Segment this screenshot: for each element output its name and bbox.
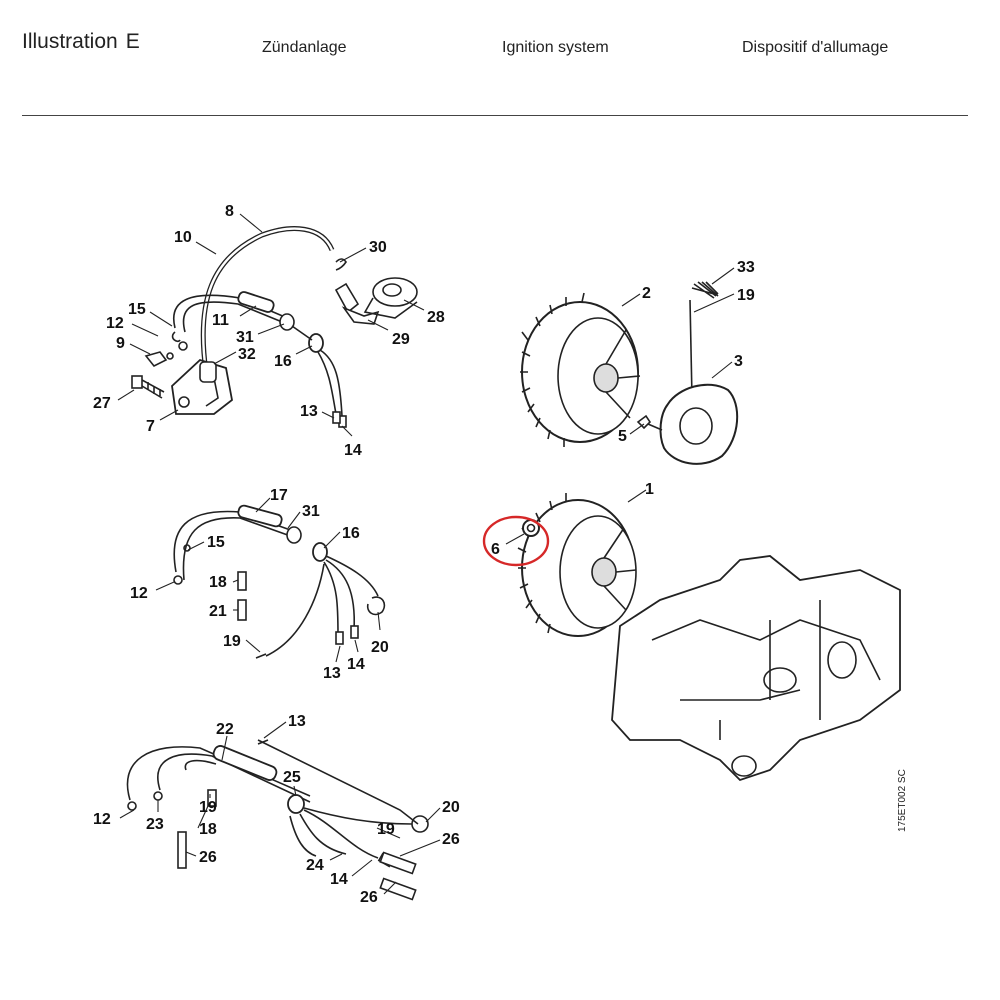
callout-19b: 19 bbox=[199, 799, 217, 816]
callout-18: 18 bbox=[209, 574, 227, 591]
callout-15: 15 bbox=[128, 301, 146, 318]
flywheel-group bbox=[517, 281, 901, 782]
callout-11: 11 bbox=[212, 312, 229, 329]
callout-19: 19 bbox=[223, 633, 241, 650]
leader-lines bbox=[117, 213, 735, 895]
callout-14b: 14 bbox=[347, 656, 365, 673]
callout-8: 8 bbox=[225, 203, 234, 220]
callout-33: 33 bbox=[737, 259, 755, 276]
callout-numbers: 8 10 30 15 12 11 28 9 31 29 32 16 27 7 1… bbox=[93, 203, 755, 906]
callout-14c: 14 bbox=[330, 871, 348, 888]
callout-16b: 16 bbox=[342, 525, 360, 542]
callout-17: 17 bbox=[270, 487, 288, 504]
callout-24: 24 bbox=[306, 857, 324, 874]
callout-13c: 13 bbox=[288, 713, 306, 730]
callout-21: 21 bbox=[209, 603, 227, 620]
callout-26: 26 bbox=[199, 849, 217, 866]
callout-9: 9 bbox=[116, 335, 125, 352]
callout-25: 25 bbox=[283, 769, 301, 786]
callout-14: 14 bbox=[344, 442, 362, 459]
callout-19d: 19 bbox=[737, 287, 755, 304]
callout-30: 30 bbox=[369, 239, 387, 256]
callout-1: 1 bbox=[645, 481, 654, 498]
callout-12c: 12 bbox=[93, 811, 111, 828]
callout-3: 3 bbox=[734, 353, 743, 370]
callout-26c: 26 bbox=[360, 889, 378, 906]
title-english: Ignition system bbox=[502, 39, 609, 56]
callout-31: 31 bbox=[236, 329, 254, 346]
short-circuit-wire-group bbox=[173, 504, 386, 659]
callout-27: 27 bbox=[93, 395, 111, 412]
illustration-word: Illustration bbox=[22, 30, 118, 53]
callout-32: 32 bbox=[238, 346, 256, 363]
callout-23: 23 bbox=[146, 816, 164, 833]
callout-6: 6 bbox=[491, 541, 500, 558]
callout-13: 13 bbox=[300, 403, 318, 420]
drawing-code: 175ET002 SC bbox=[897, 769, 908, 832]
callout-16: 16 bbox=[274, 353, 292, 370]
callout-7: 7 bbox=[146, 418, 155, 435]
callout-13b: 13 bbox=[323, 665, 341, 682]
title-german: Zündanlage bbox=[262, 39, 347, 56]
callout-12: 12 bbox=[106, 315, 124, 332]
illustration-label: Illustration E bbox=[22, 30, 140, 54]
callout-22: 22 bbox=[216, 721, 234, 738]
callout-18b: 18 bbox=[199, 821, 217, 838]
callout-20: 20 bbox=[371, 639, 389, 656]
title-french: Dispositif d'allumage bbox=[742, 39, 889, 56]
ignition-module-group bbox=[131, 226, 418, 428]
callout-28: 28 bbox=[427, 309, 445, 326]
callout-29: 29 bbox=[392, 331, 410, 348]
callout-26b: 26 bbox=[442, 831, 460, 848]
callout-20b: 20 bbox=[442, 799, 460, 816]
callout-12b: 12 bbox=[130, 585, 148, 602]
wiring-harness-group bbox=[126, 739, 429, 901]
callout-15b: 15 bbox=[207, 534, 225, 551]
illustration-letter: E bbox=[125, 30, 140, 53]
callout-2: 2 bbox=[642, 285, 651, 302]
highlight-circle bbox=[482, 515, 550, 567]
callout-31b: 31 bbox=[302, 503, 320, 520]
header-rule bbox=[22, 115, 968, 116]
callout-10: 10 bbox=[174, 229, 192, 246]
callout-19c: 19 bbox=[377, 821, 395, 838]
callout-5: 5 bbox=[618, 428, 627, 445]
